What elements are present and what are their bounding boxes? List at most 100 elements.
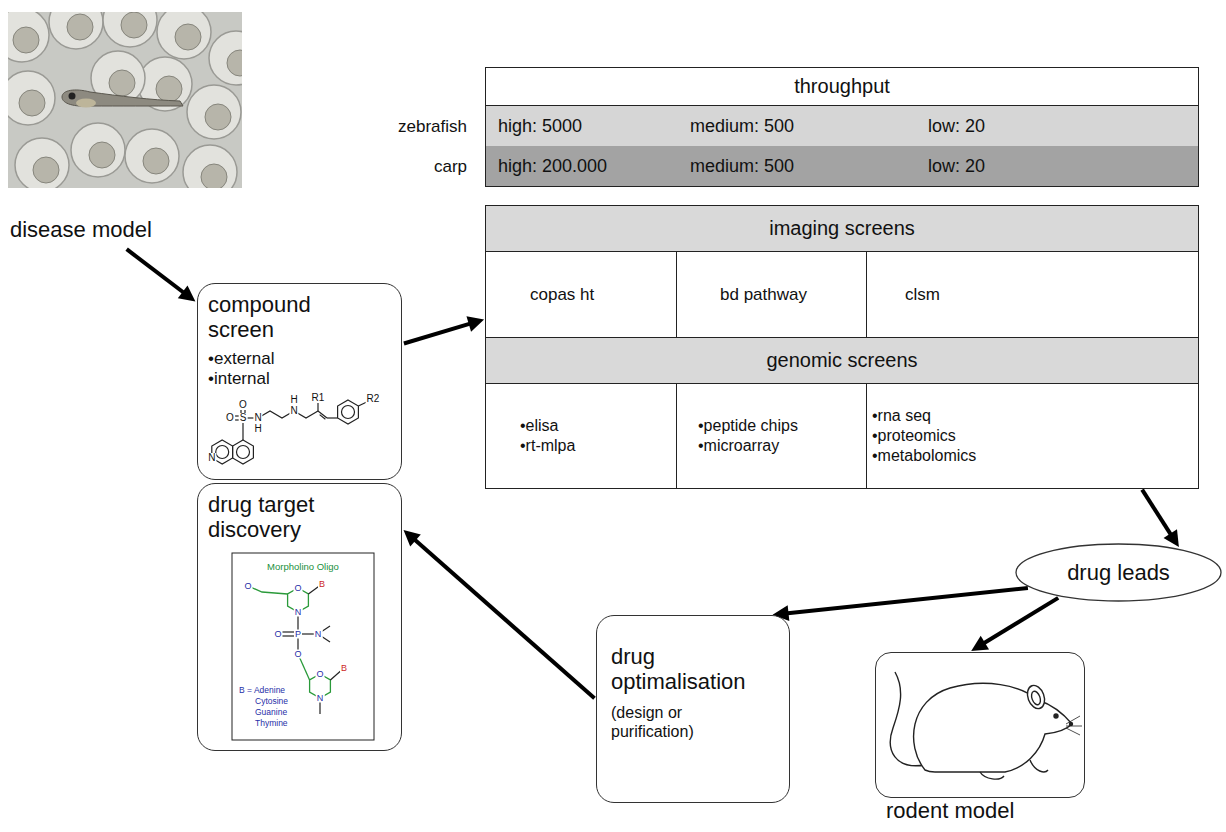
mouse-drawing [1066, 716, 1082, 735]
arrow-head [773, 605, 790, 621]
atom-label: O [293, 650, 302, 659]
embryo-photo [8, 12, 49, 62]
table-cell: •rna seq•proteomics•metabolomics [867, 384, 1198, 488]
compound-structure [237, 446, 250, 459]
atom-label: R1 [311, 393, 326, 403]
embryo-photo [71, 123, 125, 177]
mouse-drawing [1030, 690, 1042, 706]
embryo-photo [125, 129, 179, 183]
flow-arrow [127, 249, 196, 301]
table-text: genomic screens [766, 348, 917, 373]
table-text: medium: 500 [690, 115, 794, 138]
morpholino-figure [232, 553, 374, 740]
table-text: imaging screens [769, 216, 915, 241]
atom-label: B [340, 664, 348, 673]
node-title: rodent model [886, 798, 1014, 823]
morpholino-figure [298, 633, 318, 634]
table-cell: genomic screens [486, 338, 1198, 384]
compound-structure [320, 415, 326, 420]
process-box: drug target discovery [197, 483, 402, 751]
compound-structure [243, 417, 258, 418]
table-cell: bd pathway [677, 252, 867, 338]
embryo-photo [103, 12, 157, 47]
disease-model: disease model [5, 8, 250, 248]
embryo-photo [227, 50, 242, 76]
compound-structure [212, 398, 373, 464]
table-cell: low: 20 [916, 106, 1198, 146]
atom-label: N [314, 630, 323, 639]
morpholino-figure [288, 588, 309, 612]
atom-label: B [318, 580, 326, 589]
node-text: (design or purification) [611, 703, 741, 741]
atom-label: O [293, 584, 302, 593]
rodent-box: rodent model [875, 652, 1085, 798]
atom-label: N [253, 413, 262, 423]
compound-structure [233, 440, 254, 464]
node-title: drug target discovery [208, 492, 358, 543]
arrow-head [971, 636, 989, 651]
flow-arrow [971, 598, 1058, 651]
ellipse-outline [1016, 544, 1221, 601]
mouse-drawing [890, 672, 1082, 779]
atom-label: N [207, 453, 216, 463]
compound-structure [244, 405, 245, 418]
embryo-photo [67, 14, 93, 40]
morpholino-figure [330, 668, 344, 680]
connector-line [127, 249, 186, 294]
atom-label: B = Adenine [238, 686, 286, 695]
atom-label: N [316, 694, 325, 703]
process-box: drug optimalisation(design or purificati… [596, 615, 790, 803]
embryo-photo [187, 85, 241, 139]
connector-line [1142, 490, 1172, 537]
embryo-photo [209, 31, 242, 85]
mouse-drawing [1054, 714, 1058, 718]
embryo-photo [8, 12, 242, 188]
arrow-head [404, 530, 421, 547]
table-cell: imaging screens [486, 206, 1198, 252]
morpholino-figure [297, 634, 298, 654]
table-text: medium: 500 [690, 155, 794, 178]
table-cell: throughput [486, 68, 1198, 106]
node-title: compound screen [208, 292, 348, 343]
atom-label: S [239, 413, 248, 423]
row-label: carp [433, 158, 468, 175]
compound-structure [358, 399, 373, 406]
table-cell: high: 5000 [486, 106, 678, 146]
table-text: •metabolomics [872, 446, 976, 466]
compound-structure [342, 406, 355, 419]
atom-label: R2 [366, 394, 381, 404]
embryo-photo [89, 142, 115, 168]
node-text: •external [208, 349, 391, 369]
atom-label: O [225, 413, 235, 423]
atom-label: N [289, 406, 298, 416]
embryo-photo [19, 90, 45, 116]
terminal-ellipse: drug leads [1015, 543, 1222, 602]
connector-line [982, 598, 1058, 644]
compound-structure [317, 398, 318, 411]
embryo-photo [201, 164, 227, 188]
connector-line [404, 323, 472, 343]
embryo-photo [109, 70, 135, 96]
atom-label: O [273, 630, 282, 639]
connector-line [413, 538, 594, 698]
table-text: •rna seq [872, 406, 931, 426]
embryo-photo [15, 138, 69, 188]
morpholino-bonds [248, 586, 330, 698]
atom-label: Morpholino Oligo [266, 562, 340, 572]
node-text: •internal [208, 369, 391, 389]
table-text: throughput [794, 74, 890, 99]
table-text: •peptide chips [698, 416, 798, 436]
atom-label: Cytosine [254, 697, 289, 706]
morpholino-figure [278, 631, 298, 632]
compound-structure [230, 419, 243, 420]
morpholino-figure [298, 654, 310, 680]
atom-label: H [253, 424, 262, 434]
zebrafish-larva [62, 90, 183, 108]
flow-arrow [404, 316, 484, 343]
embryo-photo [183, 145, 237, 188]
table-text: bd pathway [720, 284, 807, 305]
table-cell: •peptide chips•microarray [677, 384, 867, 488]
embryo-yolk [13, 12, 242, 188]
atom-label: O [243, 582, 252, 591]
compound-structure [212, 440, 233, 464]
